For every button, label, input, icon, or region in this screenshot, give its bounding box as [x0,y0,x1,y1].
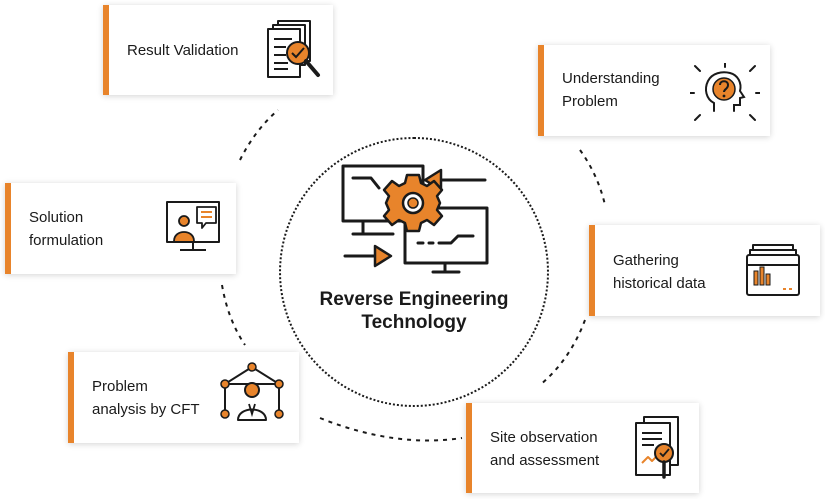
data-folder-icon [746,244,800,296]
card-gathering-historical-data: Gathering historical data [589,225,820,316]
card-solution-formulation: Solution formulation [5,183,236,274]
card-label: Understanding Problem [562,70,660,110]
document-check-magnifier-icon [267,20,320,78]
card-problem-analysis-cft: Problem analysis by CFT [68,352,299,443]
ring-arc-bottom [319,417,463,442]
ring-arc-right-bottom [539,319,586,386]
card-understanding-problem: Understanding Problem [538,45,770,136]
card-label: Solution formulation [29,209,104,249]
center-title-line2: Technology [361,312,467,333]
team-network-icon [220,362,284,421]
center-title-line1: Reverse Engineering [319,289,509,310]
card-site-observation: Site observation and assessment [466,403,699,493]
card-result-validation: Result Validation [103,5,333,95]
ring-arc-top-left [239,109,279,161]
center-title: Reverse Engineering Technology [279,288,549,334]
card-label: Gathering historical data [613,252,706,292]
head-question-icon [690,63,760,121]
monitors-gear-arrows-icon [341,164,489,274]
ring-arc-right-top [579,149,606,206]
document-search-icon [635,416,679,479]
card-label: Problem analysis by CFT [92,378,200,418]
card-label: Result Validation [127,42,239,59]
card-label: Site observation and assessment [490,429,600,469]
ring-arc-left-bottom [221,284,246,346]
presenter-screen-icon [166,201,220,251]
